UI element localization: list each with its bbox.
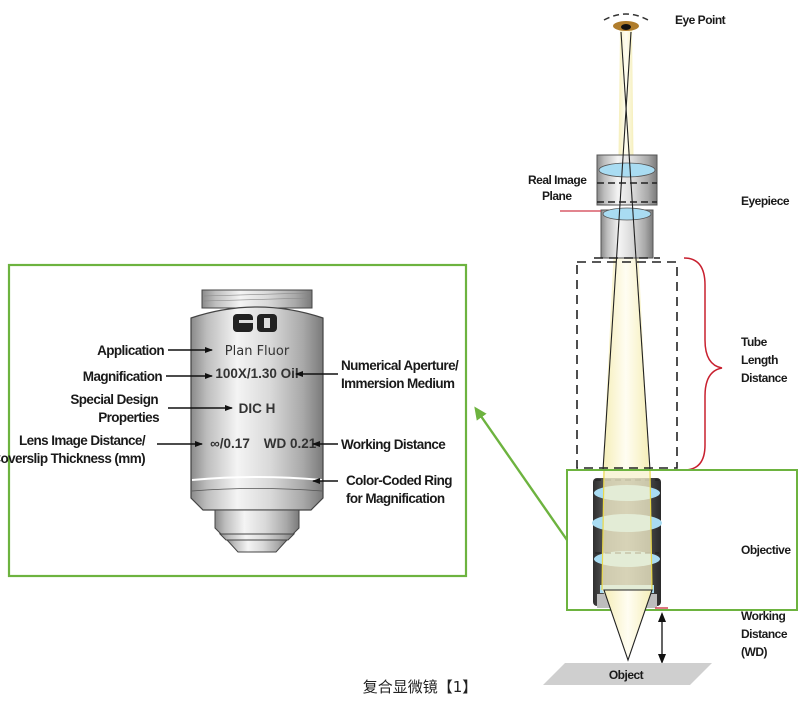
label-eyepiece: Eyepiece <box>741 194 790 208</box>
callout-magnification: Magnification <box>83 369 163 384</box>
label-object: Object <box>609 668 644 682</box>
label-wd-1: Working <box>741 609 785 623</box>
object-plate <box>543 663 712 685</box>
eo-logo <box>233 314 277 332</box>
tube-length-brace <box>683 257 723 471</box>
eyepiece-illustration <box>596 154 658 259</box>
objective-inset: Plan Fluor 100X/1.30 Oil DIC H ∞/0.17 WD… <box>0 263 468 578</box>
callout-lens-image-2: Coverslip Thickness (mm) <box>0 451 145 466</box>
tube-outline <box>576 261 678 469</box>
engraving-magnification-na: 100X/1.30 Oil <box>215 366 298 381</box>
label-tube-2: Length <box>741 353 778 367</box>
engraving-lens-image-distance: ∞/0.17 <box>210 436 250 451</box>
objective-schematic <box>592 469 662 610</box>
callout-na-1: Numerical Aperture/ <box>341 358 459 373</box>
inset-frame <box>7 263 468 578</box>
engraving-working-distance: WD 0.21 <box>264 436 317 451</box>
callout-application: Application <box>97 343 164 358</box>
callout-lens-image-1: Lens Image Distance/ <box>19 433 146 448</box>
callout-arrow <box>474 406 568 541</box>
callout-na-2: Immersion Medium <box>341 376 455 391</box>
engraving-special-design: DIC H <box>239 401 276 416</box>
callout-ring-1: Color-Coded Ring <box>346 473 452 488</box>
caption-text: 复合显微镜【1】 <box>362 678 478 696</box>
label-eye-point: Eye Point <box>675 13 726 27</box>
callout-working-distance: Working Distance <box>341 437 446 452</box>
objective-highlight-frame <box>566 469 798 611</box>
objective-illustration <box>190 289 324 553</box>
label-tube-1: Tube <box>741 335 768 349</box>
callout-special-design-2: Properties <box>98 410 159 425</box>
label-real-image-plane-1: Real Image <box>528 173 587 187</box>
callout-ring-2: for Magnification <box>346 491 445 506</box>
label-objective: Objective <box>741 543 791 557</box>
label-real-image-plane-2: Plane <box>542 189 572 203</box>
figure-caption: 复合显微镜【1】 <box>0 676 808 697</box>
callout-special-design-1: Special Design <box>70 392 158 407</box>
label-wd-3: (WD) <box>741 645 767 659</box>
eye-icon <box>603 13 649 31</box>
label-wd-2: Distance <box>741 627 788 641</box>
engraving-application: Plan Fluor <box>225 344 290 359</box>
microscope-schematic: Eye Point Real Image Plane Eyepiece Tube… <box>528 13 798 685</box>
label-tube-3: Distance <box>741 371 788 385</box>
